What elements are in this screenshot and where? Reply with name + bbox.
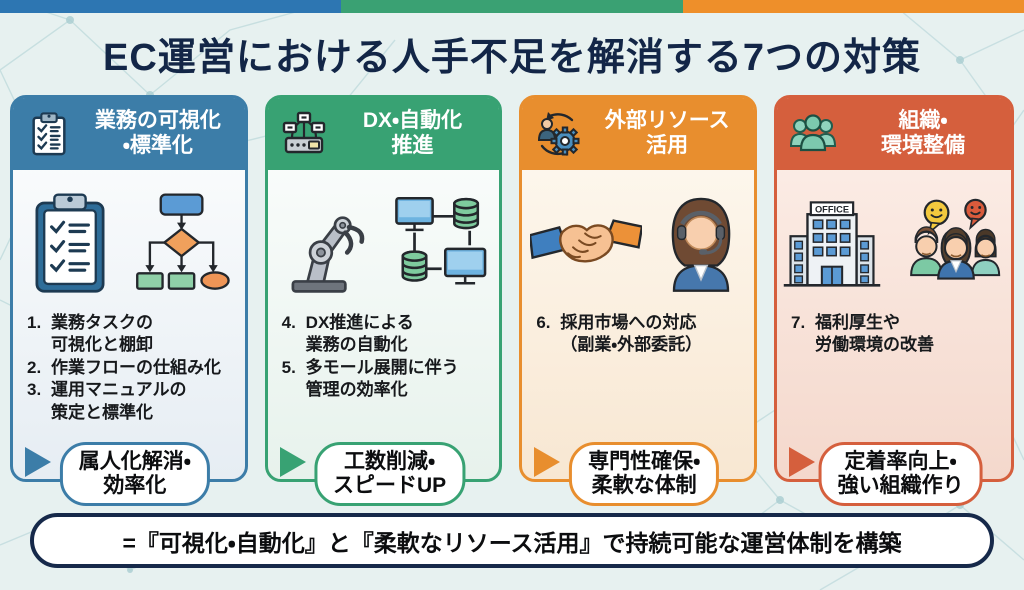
flowchart-icon	[135, 193, 230, 290]
clipboard-checklist-icon	[23, 111, 75, 157]
card-header: DX・自動化 推進	[267, 98, 500, 170]
strategy-cards-row: 業務の可視化 ・標準化	[10, 95, 1015, 506]
list-item: 2. 作業フローの仕組み化	[27, 357, 221, 377]
support-operator-icon	[671, 197, 731, 292]
list-item: 1. 業務タスクの可視化と棚卸	[27, 313, 153, 355]
card-item-list: 6. 採用市場への対応（副業・外部委託）	[522, 304, 754, 357]
card-illustrations	[13, 182, 245, 304]
arrow-right-icon	[534, 447, 561, 477]
arrow-right-icon	[789, 447, 816, 477]
card-item-list: 4. DX推進による業務の自動化 5. 多モール展開に伴う管理の効率化	[268, 304, 500, 402]
conclusion-banner: =『可視化・自動化』と『柔軟なリソース活用』で持続可能な運営体制を構築	[30, 513, 994, 568]
card-title: 組織・ 環境整備	[881, 109, 966, 157]
list-item: 3. 運用マニュアルの策定と標準化	[27, 380, 187, 422]
outcome-pill: 属人化解消・ 効率化	[59, 442, 210, 506]
card-header: 組織・ 環境整備	[777, 98, 1012, 170]
card-title: 外部リソース 活用	[604, 109, 730, 157]
top-bar-green-segment	[341, 0, 683, 13]
card-header: 業務の可視化 ・標準化	[13, 98, 245, 170]
card-header: 外部リソース 活用	[522, 98, 755, 170]
automation-network-icon	[278, 110, 330, 158]
card-external-resources: 外部リソース 活用	[519, 95, 758, 506]
card-title: DX・自動化 推進	[362, 109, 463, 157]
list-item: 4. DX推進による業務の自動化	[281, 313, 414, 355]
card-illustrations: OFFICE	[777, 182, 1011, 304]
card-item-list: 7. 福利厚生や労働環境の改善	[777, 304, 1011, 357]
card-dx-automation: DX・自動化 推進	[264, 95, 503, 506]
card-visualization-standardization: 業務の可視化 ・標準化	[10, 95, 248, 506]
arrow-right-icon	[25, 447, 51, 477]
card-organization-environment: 組織・ 環境整備 OFFICE	[774, 95, 1015, 506]
outsourcing-cycle-icon	[532, 110, 584, 158]
outcome-pill: 定着率向上・ 強い組織作り	[818, 442, 983, 506]
handshake-icon	[530, 219, 643, 263]
list-item: 7. 福利厚生や労働環境の改善	[791, 313, 935, 355]
page-title: EC運営における人手不足を解消する7つの対策	[103, 37, 921, 79]
list-item: 6. 採用市場への対応（副業・外部委託）	[536, 313, 703, 355]
top-bar-orange-segment	[682, 0, 1024, 13]
happy-team-icon	[910, 198, 1001, 280]
card-title: 業務の可視化 ・標準化	[94, 109, 221, 157]
people-group-icon	[787, 110, 839, 158]
robot-arm-icon	[291, 216, 364, 293]
office-building-icon: OFFICE	[783, 201, 881, 287]
top-accent-bar	[0, 0, 1024, 13]
arrow-right-icon	[279, 447, 306, 477]
card-illustrations	[522, 182, 754, 304]
card-illustrations	[268, 182, 500, 304]
clipboard-icon	[35, 193, 105, 293]
list-item: 5. 多モール展開に伴う管理の効率化	[281, 357, 459, 400]
card-item-list: 1. 業務タスクの可視化と棚卸 2. 作業フローの仕組み化 3. 運用マニュアル…	[13, 304, 245, 424]
svg-text:OFFICE: OFFICE	[815, 205, 849, 215]
outcome-pill: 専門性確保・ 柔軟な体制	[569, 442, 720, 506]
outcome-pill: 工数削減・ スピードUP	[313, 442, 466, 506]
top-bar-blue-segment	[0, 0, 342, 13]
computer-network-icon	[394, 196, 486, 285]
